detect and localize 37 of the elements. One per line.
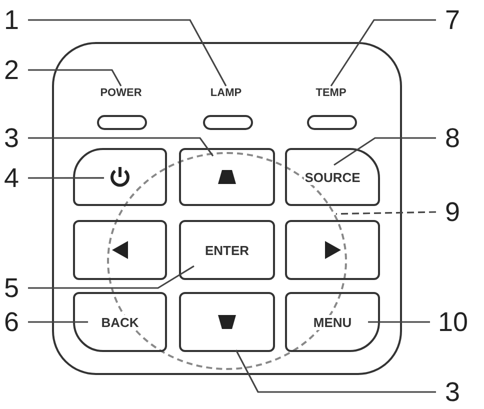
indicator-label: LAMP (204, 86, 248, 101)
leader-line (28, 137, 214, 156)
leader-line (28, 321, 88, 323)
keypad-panel (52, 42, 402, 375)
callout-number: 2 (4, 55, 26, 85)
callout-number: 3 (4, 123, 26, 153)
leader-line (28, 19, 227, 86)
callout-number: 1 (4, 5, 26, 35)
indicator-label: POWER (94, 86, 148, 101)
keypad-button: MENU (285, 292, 380, 352)
callout-number: 9 (438, 197, 460, 227)
leader-line (235, 350, 436, 393)
leader-line (28, 177, 104, 179)
callout-number: 8 (438, 123, 460, 153)
indicator-light (307, 115, 357, 130)
callout-number: 5 (4, 273, 26, 303)
keypad-button (179, 148, 275, 206)
keypad-button (285, 220, 380, 280)
indicator-light (203, 115, 253, 130)
callout-number: 10 (432, 307, 468, 337)
callout-number: 7 (438, 5, 460, 35)
callout-number: 3 (438, 377, 460, 407)
keypad-button: ENTER (179, 220, 275, 280)
keypad-button: BACK (73, 292, 167, 352)
keypad-button (179, 292, 275, 352)
indicator-light (97, 115, 147, 130)
leader-line (28, 265, 194, 289)
leader-line (334, 137, 436, 166)
callout-number: 6 (4, 307, 26, 337)
leader-line (330, 19, 436, 86)
indicator-label: TEMP (309, 86, 353, 101)
keypad-button (73, 220, 167, 280)
keypad-button (73, 148, 167, 206)
leader-line (368, 321, 430, 323)
callout-number: 4 (4, 163, 26, 193)
keypad-button: SOURCE (285, 148, 380, 206)
leader-line (28, 69, 122, 86)
